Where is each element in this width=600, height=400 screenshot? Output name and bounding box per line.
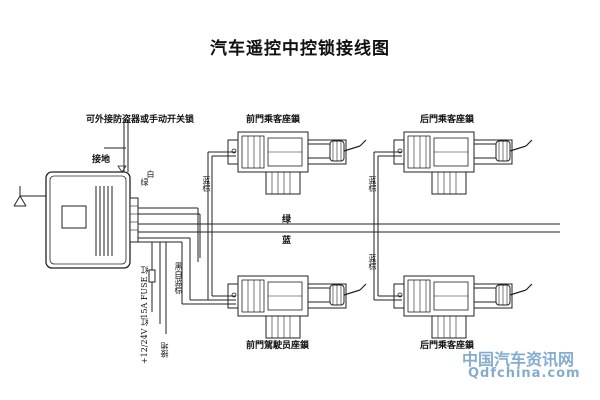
antenna-icon: [13, 186, 46, 207]
rear-passenger-bottom-label: 后門乘客座鎖: [420, 341, 475, 351]
bus-blue-label: 蓝: [282, 236, 292, 246]
rear-passenger-actuator-bottom: [393, 275, 533, 339]
right-bottom-wire-label: 蓝棕: [368, 254, 377, 270]
ground-bottom-label: 接地: [160, 342, 169, 358]
control-unit: [45, 165, 139, 269]
mid-wire-label: 蓝棕: [202, 176, 211, 192]
rear-trunk: [373, 151, 402, 301]
bus-wires: [138, 207, 560, 243]
power-label: +12/24V 红: [140, 318, 149, 365]
alarm-note-label: 可外接防盗器或手动开关锁: [86, 115, 195, 125]
wire-green-label: 绿: [140, 178, 149, 186]
fuse-label: 15A FUSE 红: [140, 266, 149, 319]
front-trunk: [181, 151, 236, 305]
watermark-cn: 中国汽车资讯网: [462, 350, 575, 369]
bus-green-label: 绿: [282, 215, 292, 225]
watermark-en: Qdfchina.com: [468, 366, 581, 381]
front-passenger-actuator: [227, 131, 367, 195]
power-wires: [148, 242, 167, 334]
right-top-wire-label: 蓝棕: [368, 176, 377, 192]
lower-left-wire-label: 黑白蓝棕: [174, 262, 183, 294]
front-driver-actuator: [227, 275, 367, 339]
front-driver-label: 前門駕駛员座鎖: [246, 341, 310, 351]
wire-white-label: 白: [146, 170, 155, 178]
diagram-title: 汽车遥控中控锁接线图: [210, 39, 390, 59]
alarm-wires: [104, 119, 129, 172]
rear-passenger-top-label: 后門乘客座鎖: [420, 115, 475, 125]
rear-passenger-actuator-top: [393, 131, 533, 195]
front-passenger-label: 前門乘客座鎖: [246, 115, 301, 125]
ground-top-label: 接地: [92, 155, 111, 165]
